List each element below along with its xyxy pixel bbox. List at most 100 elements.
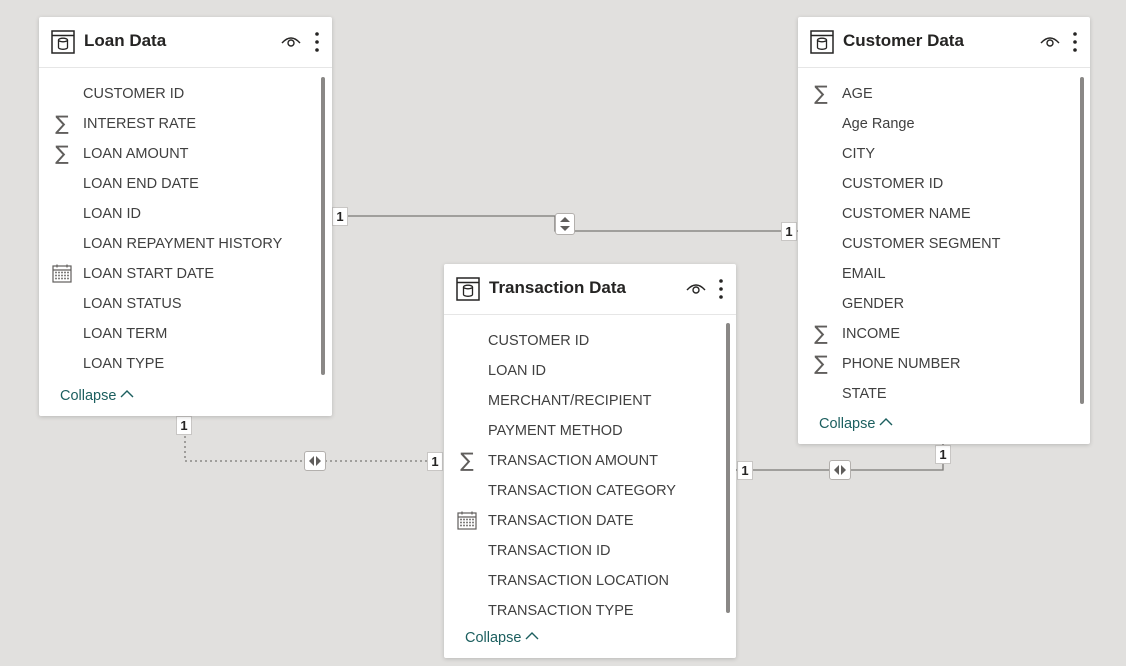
table-card-header[interactable]: Transaction Data [444, 264, 736, 315]
table-icon [810, 30, 834, 54]
field-row[interactable]: ∑ INTEREST RATE [39, 109, 282, 139]
field-name: MERCHANT/RECIPIENT [488, 393, 652, 409]
eye-icon[interactable] [1040, 34, 1060, 48]
scrollbar[interactable] [1080, 77, 1084, 404]
field-name: TRANSACTION LOCATION [488, 573, 669, 589]
more-options-icon[interactable] [717, 278, 725, 300]
field-row[interactable]: CITY [798, 139, 1000, 169]
field-list: CUSTOMER ID LOAN ID MERCHANT/RECIPIENT PAYM… [444, 326, 676, 626]
field-name: CUSTOMER ID [83, 86, 185, 102]
field-name: INTEREST RATE [83, 116, 197, 132]
field-row[interactable]: ∑PHONE NUMBER [798, 349, 1000, 379]
field-row[interactable]: LOAN END DATE [39, 169, 282, 199]
field-name: TRANSACTION CATEGORY [488, 483, 676, 499]
collapse-button[interactable]: Collapse [465, 630, 539, 646]
field-row[interactable]: PAYMENT METHOD [444, 416, 676, 446]
field-row[interactable]: LOAN TERM [39, 319, 282, 349]
sigma-icon: ∑ [460, 448, 474, 472]
field-name: STATE [842, 386, 887, 402]
field-row[interactable]: TRANSACTION TYPE [444, 596, 676, 626]
eye-icon[interactable] [281, 34, 301, 48]
field-name: LOAN ID [83, 206, 142, 222]
field-row[interactable]: MERCHANT/RECIPIENT [444, 386, 676, 416]
field-name: AGE [842, 86, 873, 102]
cross-filter-both-icon[interactable] [304, 451, 326, 471]
field-name: TRANSACTION AMOUNT [488, 453, 658, 469]
field-name: LOAN STATUS [83, 296, 182, 312]
table-card-header[interactable]: Loan Data [39, 17, 332, 68]
field-name: TRANSACTION TYPE [488, 603, 634, 619]
collapse-button[interactable]: Collapse [819, 416, 893, 432]
field-row[interactable]: LOAN TYPE [39, 349, 282, 379]
chevron-up-icon [120, 390, 134, 398]
table-icon [456, 277, 480, 301]
table-card-header[interactable]: Customer Data [798, 17, 1090, 68]
chevron-up-icon [525, 632, 539, 640]
table-icon [51, 30, 75, 54]
field-name: TRANSACTION DATE [488, 513, 634, 529]
field-row[interactable]: LOAN REPAYMENT HISTORY [39, 229, 282, 259]
field-row[interactable]: LOAN START DATE [39, 259, 282, 289]
cross-filter-both-icon[interactable] [829, 460, 851, 480]
table-title: Transaction Data [489, 278, 626, 297]
collapse-label: Collapse [819, 416, 876, 432]
field-row[interactable]: TRANSACTION ID [444, 536, 676, 566]
field-name: TRANSACTION ID [488, 543, 611, 559]
field-row[interactable]: CUSTOMER SEGMENT [798, 229, 1000, 259]
field-name: Age Range [842, 116, 915, 132]
field-row[interactable]: LOAN STATUS [39, 289, 282, 319]
field-name: LOAN ID [488, 363, 547, 379]
field-row[interactable]: STATE [798, 379, 1000, 409]
field-row[interactable]: Age Range [798, 109, 1000, 139]
up-down-arrows-icon [560, 217, 570, 231]
more-options-icon[interactable] [1071, 31, 1079, 53]
field-name: PAYMENT METHOD [488, 423, 623, 439]
table-card-loan-data[interactable]: Loan Data CUSTOMER ID ∑ INTEREST RATE ∑LOAN… [39, 17, 332, 416]
eye-icon[interactable] [686, 281, 706, 295]
field-row[interactable]: CUSTOMER ID [444, 326, 676, 356]
field-row[interactable]: LOAN ID [39, 199, 282, 229]
field-row[interactable]: EMAIL [798, 259, 1000, 289]
field-row[interactable]: TRANSACTION CATEGORY [444, 476, 676, 506]
cardinality-label: 1 [737, 461, 753, 480]
sigma-icon: ∑ [814, 81, 828, 105]
field-row[interactable]: GENDER [798, 289, 1000, 319]
field-row[interactable]: CUSTOMER ID [39, 79, 282, 109]
scrollbar[interactable] [321, 77, 325, 375]
collapse-label: Collapse [465, 630, 522, 646]
field-name: LOAN END DATE [83, 176, 199, 192]
field-row[interactable]: ∑ TRANSACTION AMOUNT [444, 446, 676, 476]
sigma-icon: ∑ [55, 111, 69, 135]
field-row[interactable]: ∑LOAN AMOUNT [39, 139, 282, 169]
field-name: LOAN TYPE [83, 356, 165, 372]
field-row[interactable]: ∑ AGE [798, 79, 1000, 109]
more-options-icon[interactable] [313, 31, 321, 53]
table-title: Loan Data [84, 31, 167, 50]
left-right-arrows-icon [309, 456, 321, 466]
field-name: LOAN AMOUNT [83, 146, 189, 162]
collapse-button[interactable]: Collapse [60, 388, 134, 404]
field-name: CITY [842, 146, 876, 162]
field-name: INCOME [842, 326, 900, 342]
field-row[interactable]: CUSTOMER ID [798, 169, 1000, 199]
field-row[interactable]: CUSTOMER NAME [798, 199, 1000, 229]
field-name: LOAN START DATE [83, 266, 215, 282]
field-row[interactable]: TRANSACTION LOCATION [444, 566, 676, 596]
field-name: LOAN TERM [83, 326, 168, 342]
calendar-icon [457, 511, 477, 530]
cross-filter-both-icon[interactable] [555, 213, 575, 235]
field-row[interactable]: ∑INCOME [798, 319, 1000, 349]
field-row[interactable]: LOAN ID [444, 356, 676, 386]
calendar-icon [52, 264, 72, 283]
scrollbar[interactable] [726, 323, 730, 613]
field-row[interactable]: TRANSACTION DATE [444, 506, 676, 536]
cardinality-label: 1 [332, 207, 348, 226]
table-card-transaction-data[interactable]: Transaction Data CUSTOMER ID LOAN ID MERCH… [444, 264, 736, 658]
table-title: Customer Data [843, 31, 964, 50]
field-name: CUSTOMER NAME [842, 206, 971, 222]
field-name: CUSTOMER ID [488, 333, 590, 349]
cardinality-label: 1 [935, 445, 951, 464]
